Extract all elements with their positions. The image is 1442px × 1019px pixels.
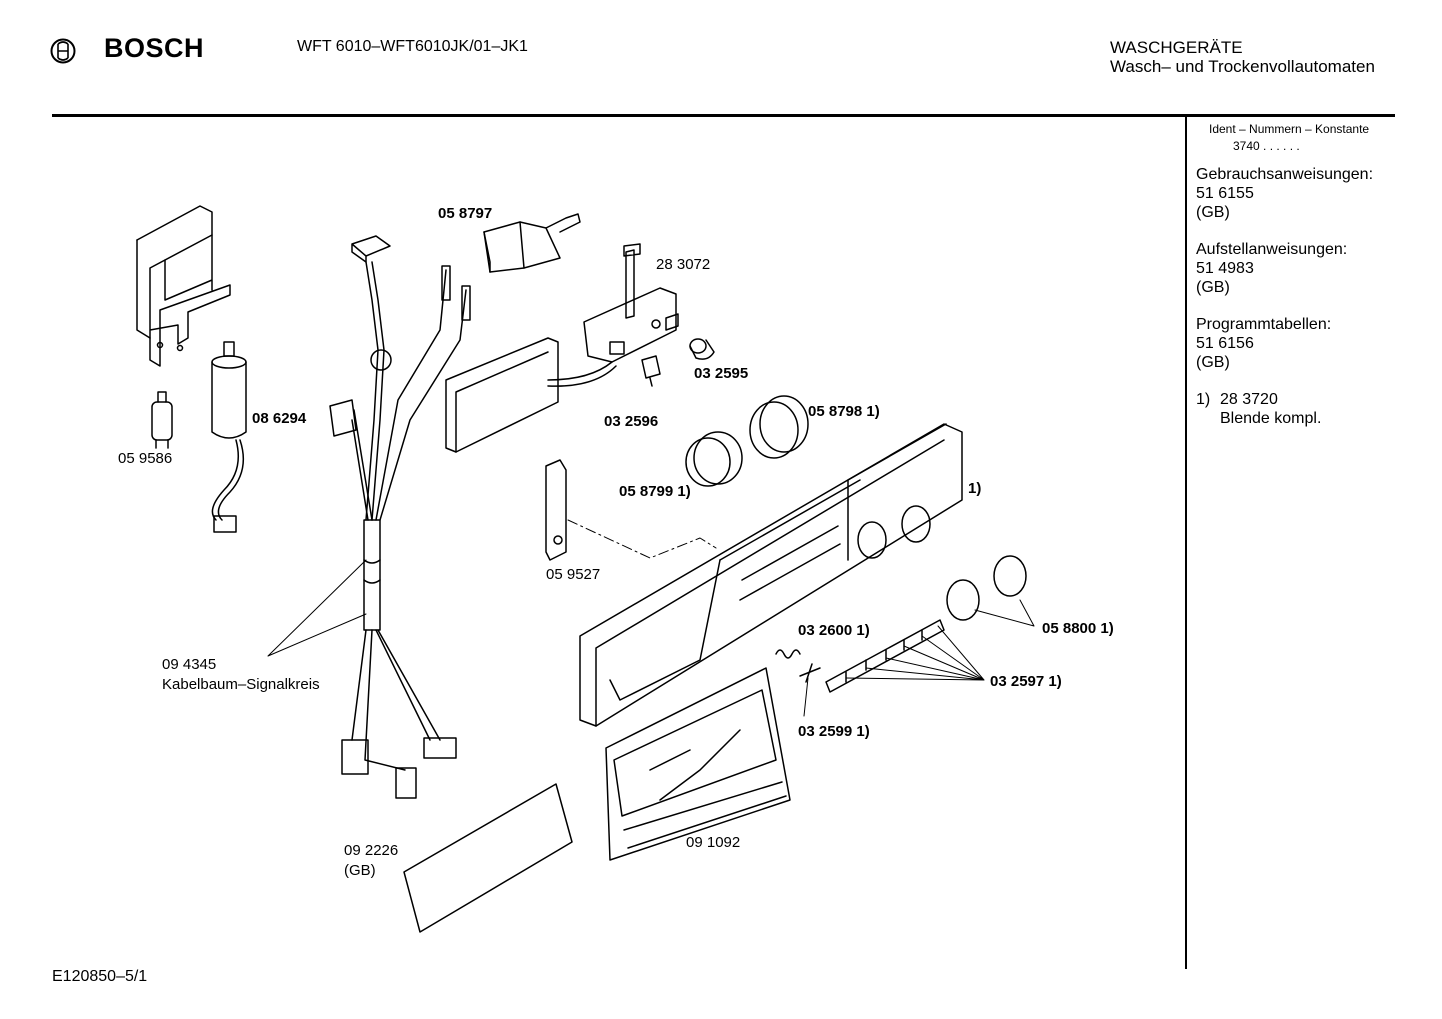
section-title-install: Aufstellanweisungen:: [1196, 241, 1348, 258]
sidebar-divider: [1185, 117, 1187, 969]
footnote-marker: 1): [1196, 391, 1211, 408]
brand-logo-text: BOSCH: [104, 33, 205, 63]
part-label-032597: 03 2597 1): [990, 673, 1062, 690]
footnote-number: 28 3720: [1220, 391, 1278, 408]
capacitor-part: [211, 341, 247, 533]
ident-value: 3740 . . . . . .: [1233, 139, 1300, 153]
part-label-091092: 09 1092: [686, 834, 741, 851]
section-number-program: 51 6156: [1196, 335, 1254, 352]
part-label-058797: 05 8797: [438, 205, 493, 222]
part-label-094345: 09 4345: [162, 656, 217, 673]
button-strip-part: [825, 619, 985, 693]
part-label-032595: 03 2595: [694, 365, 749, 382]
part-label-032599: 03 2599 1): [798, 723, 870, 740]
part-label-032600: 03 2600 1): [798, 622, 870, 639]
selector-knobs-part: [946, 555, 1035, 627]
spring-part: [775, 649, 801, 659]
part-label-059586: 05 9586: [118, 450, 173, 467]
switch-part: [483, 213, 581, 273]
section-note-program: (GB): [1196, 354, 1230, 371]
part-label-059527: 05 9527: [546, 566, 601, 583]
front-panel-part: [579, 423, 963, 727]
pin-part: [799, 663, 821, 717]
part-label-058798: 05 8798 1): [808, 403, 880, 420]
part-label-283072: 28 3072: [656, 256, 711, 273]
small-capacitor-part: [151, 391, 173, 449]
part-label-058800: 05 8800 1): [1042, 620, 1114, 637]
section-number-usage: 51 6155: [1196, 185, 1254, 202]
part-label-094345-desc: Kabelbaum–Signalkreis: [162, 676, 320, 693]
mounting-bracket-part: [136, 205, 231, 367]
led-holder-part: [641, 355, 661, 387]
lens-part: [689, 338, 715, 360]
bosch-logo-icon: [50, 38, 76, 64]
section-note-install: (GB): [1196, 279, 1230, 296]
label-sheet-part: [403, 783, 573, 933]
part-label-058799: 05 8799 1): [619, 483, 691, 500]
category-subtitle: Wasch– und Trockenvollautomaten: [1110, 57, 1375, 76]
category-title: WASCHGERÄTE: [1110, 38, 1243, 57]
section-title-program: Programmtabellen:: [1196, 316, 1332, 333]
clip-part: [545, 459, 567, 561]
part-label-086294: 08 6294: [252, 410, 307, 427]
model-title: WFT 6010–WFT6010JK/01–JK1: [297, 38, 528, 55]
window-cover-part: [605, 667, 791, 861]
section-title-usage: Gebrauchsanweisungen:: [1196, 166, 1374, 183]
footnote-text: Blende kompl.: [1220, 410, 1322, 427]
section-note-usage: (GB): [1196, 204, 1230, 221]
section-number-install: 51 4983: [1196, 260, 1254, 277]
part-label-front-panel: 1): [968, 480, 982, 497]
ident-title: Ident – Nummern – Konstante: [1209, 122, 1370, 136]
part-label-032596: 03 2596: [604, 413, 659, 430]
header-divider: [52, 114, 1395, 117]
document-id: E120850–5/1: [52, 968, 148, 985]
knob-rings-part: [685, 395, 809, 487]
wiring-harness-part: [329, 235, 471, 799]
exploded-parts-drawing: [136, 205, 1035, 933]
control-board-part: [583, 243, 679, 363]
part-label-092226: 09 2226: [344, 842, 399, 859]
part-label-092226-note: (GB): [344, 862, 376, 879]
display-board-part: [445, 337, 617, 453]
